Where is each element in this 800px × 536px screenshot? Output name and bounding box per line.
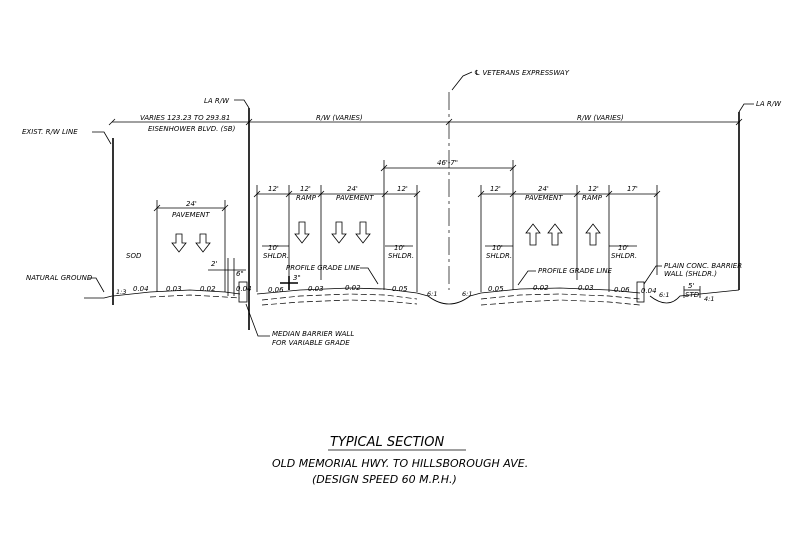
- cl-leader: [451, 71, 473, 91]
- plain-barrier-label-1: PLAIN CONC. BARRIER: [664, 262, 742, 270]
- sb-shldr-right-label: SHLDR.: [388, 252, 414, 260]
- sb-shldr-left-width: 10': [268, 244, 279, 252]
- exist-rw-label: EXIST. R/W LINE: [22, 128, 78, 136]
- sb-ramp-label: RAMP: [296, 194, 317, 202]
- nb-ramp-label: RAMP: [582, 194, 603, 202]
- dim-3in: 3": [293, 274, 301, 282]
- sb-slope-1: 0.06: [268, 286, 284, 294]
- la-rw-left-leader: [234, 99, 250, 109]
- nb-slope-5: 0.04: [641, 287, 657, 295]
- left-slope-4: 0.04: [236, 285, 252, 293]
- la-rw-left-label: LA R/W: [204, 97, 230, 105]
- nb-dim-3: 12': [588, 185, 599, 193]
- eisenhower-label: EISENHOWER BLVD. (SB): [148, 125, 236, 133]
- median-barrier-leader: [245, 303, 270, 337]
- right-ditch: [649, 289, 740, 304]
- nb-shldr-right-label: SHLDR.: [611, 252, 637, 260]
- rw-varies-label-1: R/W (VARIES): [316, 114, 363, 122]
- nb-road-surface: [469, 287, 641, 297]
- title-main: TYPICAL SECTION: [330, 435, 444, 450]
- la-rw-right-label: LA R/W: [756, 100, 782, 108]
- dim-2ft: 2': [211, 260, 217, 268]
- nb-shldr-left-label: SHLDR.: [486, 252, 512, 260]
- left-slope-2: 0.03: [166, 285, 182, 293]
- left-slope-3: 0.02: [200, 285, 216, 293]
- left-road-pavement: PAVEMENT: [172, 211, 210, 219]
- sb-pavement-label: PAVEMENT: [336, 194, 374, 202]
- la-rw-right-leader: [738, 103, 754, 113]
- plain-barrier-leader: [643, 265, 662, 285]
- profile-grade-left-leader: [360, 267, 379, 285]
- std-label: STD.: [685, 291, 701, 299]
- nb-slope-1: 0.05: [488, 285, 504, 293]
- nb-shldr-left-width: 10': [492, 244, 503, 252]
- left-road-width: 24': [186, 200, 197, 208]
- nb-up-arrows: [525, 223, 601, 246]
- nb-slope-2: 0.02: [533, 284, 549, 292]
- natural-ground-leader: [88, 277, 105, 293]
- sb-slope-2: 0.03: [308, 285, 324, 293]
- left-slope-1: 0.04: [133, 285, 149, 293]
- cl-expressway-label: ℄ VETERANS EXPRESSWAY: [474, 69, 570, 77]
- plain-barrier-label-2: WALL (SHLDR.): [664, 270, 717, 278]
- plain-barrier-wall: [636, 281, 645, 303]
- nb-slope-3: 0.03: [578, 284, 594, 292]
- sb-down-arrows: [294, 221, 371, 244]
- dim-6in: 6": [236, 270, 244, 278]
- sb-slope-3: 0.02: [345, 284, 361, 292]
- nb-dim-4: 17': [627, 185, 638, 193]
- sb-road-base: [261, 293, 418, 301]
- nb-dims: [477, 185, 661, 292]
- nb-road-base: [480, 293, 641, 300]
- nb-road-subbase: [480, 299, 641, 306]
- left-road-base: [149, 294, 241, 299]
- nb-dim-1: 12': [490, 185, 501, 193]
- median-width-label: 46'-7": [437, 159, 458, 167]
- varies-label: VARIES 123.23 TO 293.81: [140, 114, 230, 122]
- profile-grade-left: PROFILE GRADE LINE: [286, 264, 361, 272]
- sb-slope-4: 0.05: [392, 285, 408, 293]
- left-road-surface: [112, 289, 241, 297]
- profile-grade-right: PROFILE GRADE LINE: [538, 267, 613, 275]
- sb-road-subbase: [261, 299, 418, 306]
- std-5ft: 5': [688, 282, 694, 290]
- sb-dim-1: 12': [268, 185, 279, 193]
- sb-shldr-right-width: 10': [394, 244, 405, 252]
- natural-ground-label: NATURAL GROUND: [26, 274, 93, 282]
- nb-ratio-far: 4:1: [704, 295, 714, 303]
- sb-shldr-left-label: SHLDR.: [263, 252, 289, 260]
- sb-dims: [253, 185, 421, 292]
- median-barrier-label-1: MEDIAN BARRIER WALL: [272, 330, 354, 338]
- title-speed: (DESIGN SPEED 60 M.P.H.): [312, 473, 457, 486]
- exist-rw-leader: [92, 131, 112, 145]
- nb-ratio-right: 6:1: [659, 291, 669, 299]
- sod-label: SOD: [126, 252, 142, 260]
- title-sub: OLD MEMORIAL HWY. TO HILLSBOROUGH AVE.: [272, 457, 528, 470]
- nb-dim-2: 24': [538, 185, 549, 193]
- sb-ratio: 6:1: [427, 290, 437, 298]
- left-road-ratio: 1:3: [116, 288, 126, 296]
- nb-pavement-label: PAVEMENT: [525, 194, 563, 202]
- nb-shldr-right-width: 10': [618, 244, 629, 252]
- nb-slope-4: 0.06: [614, 286, 630, 294]
- median-barrier-wall: [238, 281, 248, 303]
- median-barrier-label-2: FOR VARIABLE GRADE: [272, 339, 350, 347]
- sb-dim-2: 12': [300, 185, 311, 193]
- median-ditch: [427, 295, 471, 305]
- sb-dim-4: 12': [397, 185, 408, 193]
- natural-ground-line: [84, 295, 113, 299]
- left-down-arrows: [171, 233, 211, 253]
- rw-varies-label-2: R/W (VARIES): [577, 114, 624, 122]
- nb-ratio-left: 6:1: [462, 290, 472, 298]
- sb-road-surface: [256, 287, 429, 297]
- profile-grade-right-leader: [517, 270, 536, 286]
- sb-dim-3: 24': [347, 185, 358, 193]
